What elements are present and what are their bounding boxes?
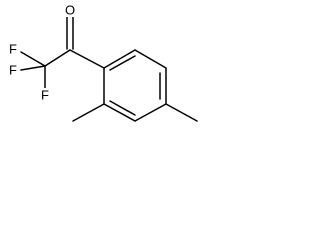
carbonyl-to-ring-bond [69,49,105,69]
ring-bond-c6-c1 [103,49,136,69]
ortho-methyl-bond [72,103,105,122]
ring-bond-c3-c4 [134,103,167,122]
ring-bond-c2-c3 [103,103,136,122]
chemical-structure-diagram: O F F F [7,2,198,122]
bonds [20,16,198,122]
oxygen-atom-label: O [65,3,75,18]
fluorine-bottom-atom-label: F [41,88,49,103]
fluorine-top-atom-label: F [9,42,17,57]
para-methyl-bond [165,103,198,122]
fluorine-left-atom-label: F [9,63,17,78]
ring-inner-double-bond-c1-c6 [109,55,136,71]
ring-bond-c5-c6 [134,49,167,69]
atom-labels: O F F F [7,2,76,103]
cf3-to-fluorine-left-bond [20,65,46,71]
cf3-to-fluorine-top-bond [20,51,46,67]
carbonyl-to-cf3-bond [44,49,71,67]
ring-inner-double-bond-c2-c3 [109,100,136,116]
